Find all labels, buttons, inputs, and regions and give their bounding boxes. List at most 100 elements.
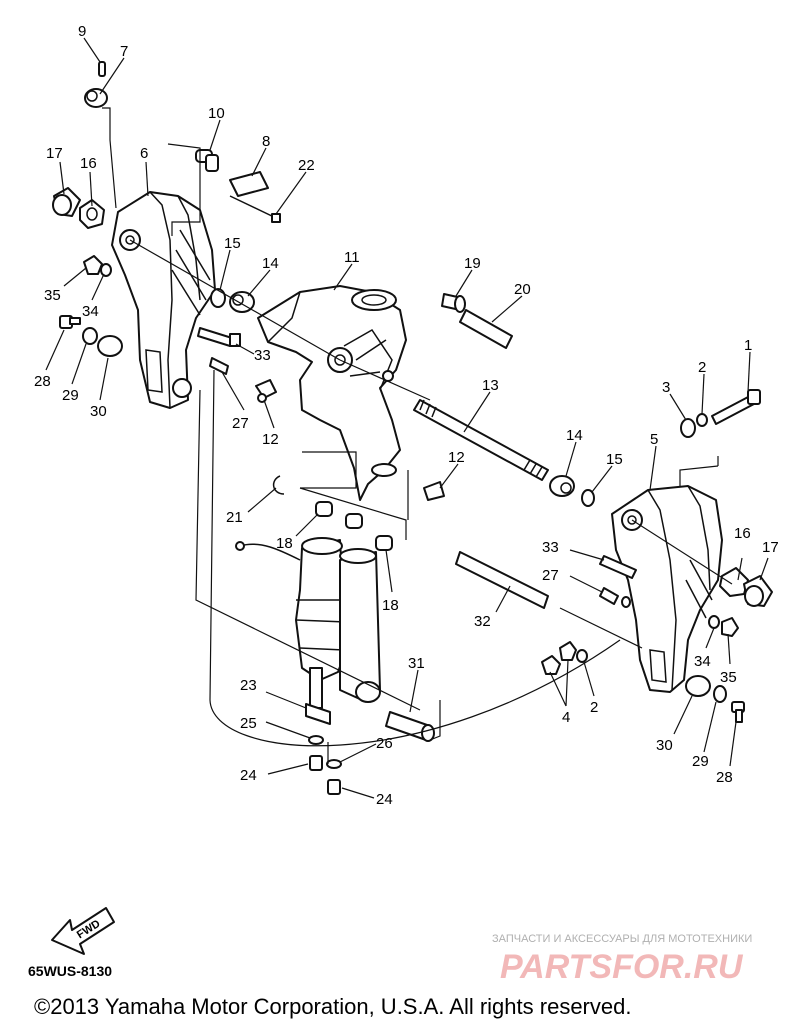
callout-13: 13 <box>482 377 499 394</box>
callout-8: 8 <box>262 133 270 150</box>
watermark: ЗАПЧАСТИ И АКСЕССУАРЫ ДЛЯ МОТОТЕХНИКИ PA… <box>492 933 752 986</box>
bushing-7 <box>84 88 108 108</box>
pin-20 <box>459 309 513 349</box>
nut-35b <box>721 617 739 637</box>
callout-11: 11 <box>344 249 360 266</box>
steering-shaft <box>413 399 549 481</box>
bushing-18b <box>345 513 363 529</box>
bolt-28b <box>731 701 745 723</box>
callout-14: 14 <box>566 427 583 444</box>
bolt-33a <box>197 327 241 347</box>
washer-2b <box>576 649 588 663</box>
lead-wire <box>235 541 301 561</box>
callout-18: 18 <box>276 535 293 552</box>
callout-33: 33 <box>254 347 271 364</box>
callout-15: 15 <box>224 235 241 252</box>
washer-2a <box>696 413 708 427</box>
pin-8 <box>229 171 269 197</box>
collar-30b <box>685 675 711 697</box>
callout-3: 3 <box>662 379 670 396</box>
callout-24: 24 <box>240 767 257 784</box>
callout-24: 24 <box>376 791 393 808</box>
callout-9: 9 <box>78 23 86 40</box>
callout-5: 5 <box>650 431 658 448</box>
washer-15a <box>210 288 226 308</box>
collar-30a <box>97 335 123 357</box>
callout-numbers: 9 7 10 8 22 17 16 6 15 14 11 19 20 35 34… <box>34 23 779 808</box>
callout-34: 34 <box>694 653 711 670</box>
callout-27: 27 <box>232 415 249 432</box>
callout-21: 21 <box>226 509 243 526</box>
tilt-cylinder-unit <box>295 537 381 725</box>
nuts-4 <box>541 641 577 675</box>
callout-29: 29 <box>62 387 79 404</box>
assembly-lines <box>102 107 733 764</box>
callout-28: 28 <box>34 373 51 390</box>
nut-35a <box>83 255 103 275</box>
pin-19 <box>441 293 466 313</box>
washer-3 <box>680 418 696 438</box>
callout-25: 25 <box>240 715 257 732</box>
washer-26 <box>326 759 342 769</box>
callout-17: 17 <box>46 145 63 162</box>
bushing-18a <box>315 501 333 517</box>
washer-29b <box>713 685 727 703</box>
callout-2: 2 <box>698 359 706 376</box>
callout-20: 20 <box>514 281 531 298</box>
callout-23: 23 <box>240 677 257 694</box>
pin-9 <box>98 61 106 77</box>
watermark-brand: PARTSFOR.RU <box>500 948 744 986</box>
callout-4: 4 <box>562 709 570 726</box>
bushing-14b <box>549 475 575 497</box>
callout-30: 30 <box>90 403 107 420</box>
bushing-18c <box>375 535 393 551</box>
callout-1: 1 <box>744 337 752 354</box>
callout-12: 12 <box>448 449 465 466</box>
pin-22 <box>229 195 281 223</box>
washer-29a <box>82 327 98 345</box>
callout-16: 16 <box>80 155 97 172</box>
callout-7: 7 <box>120 43 128 60</box>
callout-10: 10 <box>208 105 225 122</box>
callout-32: 32 <box>474 613 491 630</box>
right-clamp-bracket <box>611 485 723 693</box>
bushing-17b <box>743 575 773 607</box>
washer-34a <box>100 263 112 277</box>
copyright-notice: ©2013 Yamaha Motor Corporation, U.S.A. A… <box>34 994 631 1019</box>
callout-26: 26 <box>376 735 393 752</box>
callout-18: 18 <box>382 597 399 614</box>
callout-14: 14 <box>262 255 279 272</box>
washer-34b <box>708 615 720 629</box>
callout-6: 6 <box>140 145 148 162</box>
bolt-24a <box>309 755 323 771</box>
swivel-bracket <box>257 285 407 501</box>
callout-22: 22 <box>298 157 315 174</box>
callout-27: 27 <box>542 567 559 584</box>
callout-2: 2 <box>590 699 598 716</box>
callout-30: 30 <box>656 737 673 754</box>
bolt-27b <box>599 587 631 608</box>
watermark-tagline: ЗАПЧАСТИ И АКСЕССУАРЫ ДЛЯ МОТОТЕХНИКИ <box>492 933 752 945</box>
callout-35: 35 <box>44 287 61 304</box>
grease-nipple-12b <box>423 481 445 501</box>
nut-16b <box>719 567 749 597</box>
callout-34: 34 <box>82 303 99 320</box>
callout-17: 17 <box>762 539 779 556</box>
grease-nipple-12a <box>255 379 277 403</box>
callout-29: 29 <box>692 753 709 770</box>
tube-31 <box>385 711 435 742</box>
callout-19: 19 <box>464 255 481 272</box>
bolt-28a <box>59 315 81 329</box>
diagram-code: 65WUS-8130 <box>28 963 112 979</box>
callout-16: 16 <box>734 525 751 542</box>
callout-leaders <box>45 37 769 799</box>
tube-32 <box>455 551 549 609</box>
bolt-1 <box>711 389 761 425</box>
fwd-arrow: FWD <box>51 907 115 955</box>
callout-31: 31 <box>408 655 425 672</box>
bolt-33b <box>599 555 637 579</box>
callout-15: 15 <box>606 451 623 468</box>
washer-15b <box>581 489 595 507</box>
left-clamp-bracket <box>111 191 216 409</box>
